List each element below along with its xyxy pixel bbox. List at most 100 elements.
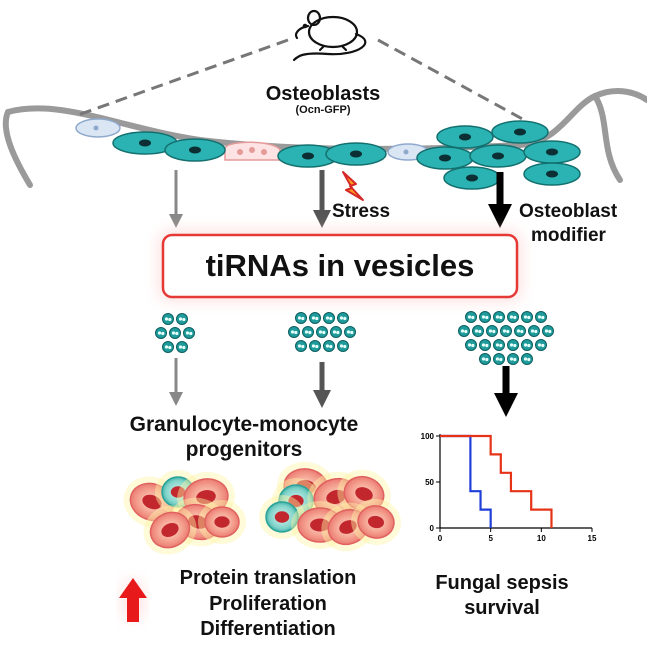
osteoblast-cell	[523, 162, 581, 186]
y-tick-label: 50	[425, 478, 434, 487]
vesicle	[169, 327, 181, 339]
arrow-left-bottom	[169, 358, 183, 406]
osteoblast-cell	[416, 146, 474, 170]
vesicle	[162, 341, 174, 353]
osteoblast-cell	[443, 166, 501, 190]
vesicle	[521, 311, 533, 323]
modifier-label-line1: Osteoblast	[519, 201, 618, 222]
stress-label: Stress	[332, 201, 391, 222]
vesicle	[344, 326, 356, 338]
osteoblast-cells	[112, 120, 581, 190]
x-tick-label: 15	[588, 534, 597, 543]
vesicle	[535, 339, 547, 351]
dashed-line-right	[377, 38, 529, 124]
mouse-icon	[292, 9, 367, 62]
vesicle	[288, 326, 300, 338]
ocn-gfp-label: (Ocn-GFP)	[295, 104, 351, 116]
arrow-right-top	[488, 172, 512, 228]
bone-surface-right-tail	[592, 93, 623, 183]
vesicle	[176, 341, 188, 353]
vesicle	[323, 312, 335, 324]
vesicle	[323, 340, 335, 352]
vesicle	[535, 311, 547, 323]
vesicle	[309, 312, 321, 324]
vesicle	[176, 313, 188, 325]
y-tick-label: 0	[430, 524, 435, 533]
vesicle	[337, 312, 349, 324]
gmp-cluster-right	[259, 461, 401, 552]
vesicle-cluster-right	[458, 311, 554, 365]
vesicle	[486, 325, 498, 337]
x-tick-label: 5	[488, 534, 493, 543]
vesicle-cluster-left	[155, 313, 195, 353]
arrow-left-top	[169, 170, 183, 228]
granulocyte-cell	[351, 498, 401, 546]
vesicle	[316, 326, 328, 338]
vesicle	[465, 339, 477, 351]
vesicles-box	[161, 233, 519, 299]
sepsis-label-line2: survival	[464, 597, 540, 619]
y-tick-label: 100	[421, 432, 435, 441]
vesicle	[309, 340, 321, 352]
arrow-middle-top	[313, 170, 331, 228]
bone-surface-left-tail	[2, 109, 33, 188]
arrow-right-bottom	[494, 366, 518, 417]
vesicle	[493, 311, 505, 323]
vesicle	[507, 353, 519, 365]
bone-resorbing-cell	[224, 141, 281, 161]
vesicle	[493, 353, 505, 365]
granulocyte-cell	[198, 500, 246, 544]
vesicle	[162, 313, 174, 325]
vesicle	[465, 311, 477, 323]
dashed-line-left	[77, 38, 289, 117]
vesicle	[337, 340, 349, 352]
granulocyte-cell	[143, 505, 197, 555]
vesicle	[479, 311, 491, 323]
modifier-label-line2: modifier	[531, 225, 606, 246]
vesicle	[542, 325, 554, 337]
survival-curve-modified	[440, 434, 553, 528]
arrow-middle-bottom	[313, 362, 331, 408]
effect-line2: Proliferation	[209, 593, 327, 615]
monocyte-cell	[259, 495, 305, 539]
up-arrow-icon	[119, 578, 147, 622]
vesicle	[521, 339, 533, 351]
osteoblast-cell	[436, 125, 494, 149]
osteoblasts-label: Osteoblasts	[265, 83, 381, 105]
vesicle	[458, 325, 470, 337]
vesicle	[472, 325, 484, 337]
x-tick-label: 0	[438, 534, 443, 543]
effect-line3: Differentiation	[200, 618, 336, 640]
osteoblast-cell	[325, 142, 387, 166]
lightning-icon	[342, 171, 364, 201]
vesicle	[528, 325, 540, 337]
sepsis-label-line1: Fungal sepsis	[435, 572, 569, 594]
vesicle	[295, 340, 307, 352]
osteoblast-cell	[491, 120, 549, 144]
vesicle	[155, 327, 167, 339]
osteoblast-cell	[164, 138, 226, 162]
gmp-cluster-left	[123, 470, 246, 555]
effect-line1: Protein translation	[179, 567, 357, 589]
vesicle	[493, 339, 505, 351]
vesicle	[479, 339, 491, 351]
vesicles-box-label: tiRNAs in vesicles	[205, 248, 475, 283]
survival-curve-control	[440, 434, 492, 528]
vesicle	[507, 311, 519, 323]
gmp-label-line2: progenitors	[185, 438, 303, 461]
vesicle	[330, 326, 342, 338]
survival-chart: 0 5 10 15 0 50 100	[421, 432, 597, 543]
vesicle	[183, 327, 195, 339]
vesicle	[500, 325, 512, 337]
x-tick-label: 10	[537, 534, 546, 543]
vesicle-cluster-middle	[288, 312, 356, 352]
vesicle	[514, 325, 526, 337]
vesicle	[521, 353, 533, 365]
gmp-label-line1: Granulocyte-monocyte	[129, 413, 359, 436]
vesicle	[507, 339, 519, 351]
osteoblast-cell	[469, 144, 527, 168]
osteoblast-cell	[523, 140, 581, 164]
vesicle	[295, 312, 307, 324]
vesicle	[479, 353, 491, 365]
